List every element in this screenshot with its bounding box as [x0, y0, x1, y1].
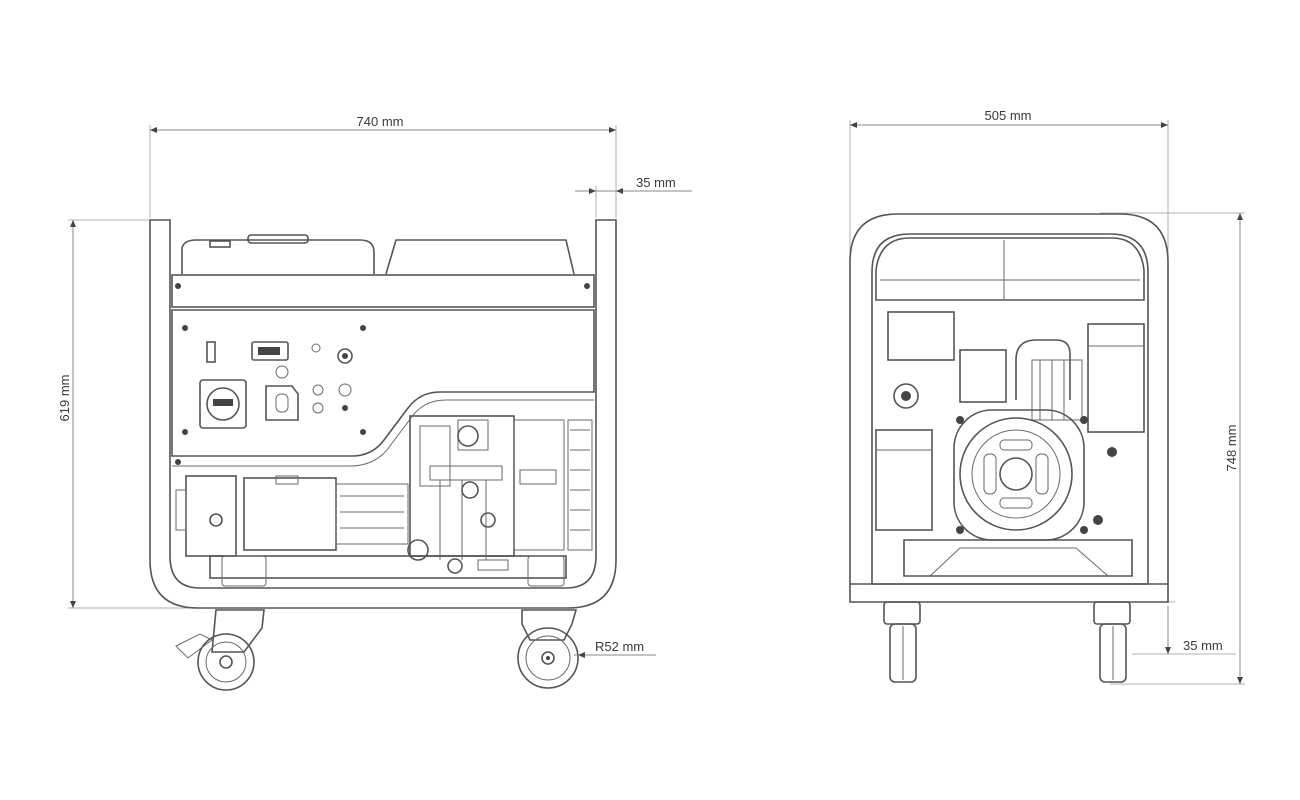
front-width-label: 505 mm — [985, 108, 1032, 123]
right-wheel — [517, 609, 579, 689]
front-view: 505 mm 748 mm 35 mm — [849, 108, 1245, 685]
front-fuel-valve — [893, 383, 919, 409]
wheel-radius-label: R52 mm — [595, 639, 644, 654]
front-air-filter — [1087, 323, 1145, 433]
front-right-wheel — [1093, 601, 1131, 683]
front-height-dimension: 748 mm — [1100, 212, 1245, 685]
front-height-label: 748 mm — [1224, 425, 1239, 472]
front-base — [903, 539, 1133, 577]
left-wheel — [175, 609, 265, 691]
exhaust-pipe — [1015, 339, 1071, 400]
fuel-tank — [181, 239, 375, 274]
front-left-wheel — [883, 601, 921, 683]
air-cover — [385, 239, 575, 275]
side-width-dimension: 740 mm — [149, 114, 617, 218]
side-frame-offset-label: 35 mm — [636, 175, 676, 190]
outlet-single-phase — [265, 385, 299, 421]
side-view: 740 mm 35 mm 619 mm — [57, 114, 692, 691]
front-wheel-offset-dimension: 35 mm — [1132, 601, 1236, 655]
side-base — [209, 555, 567, 579]
front-battery — [875, 429, 933, 531]
front-tank — [875, 237, 1145, 301]
side-engine — [407, 415, 593, 574]
control-panel — [171, 309, 595, 457]
top-plate — [171, 274, 595, 308]
voltmeter-dial — [337, 348, 353, 364]
wheel-radius-dimension: R52 mm — [574, 639, 656, 658]
outlet-three-phase — [199, 379, 247, 429]
side-height-label: 619 mm — [57, 375, 72, 422]
front-width-dimension: 505 mm — [849, 108, 1169, 255]
side-height-dimension: 619 mm — [57, 219, 200, 609]
front-wheel-offset-label: 35 mm — [1183, 638, 1223, 653]
side-frame — [149, 219, 617, 609]
front-fan-cover — [953, 409, 1117, 541]
engine-switch — [251, 341, 289, 361]
side-alternator — [175, 475, 409, 557]
breaker-switch — [206, 341, 216, 363]
side-width-label: 740 mm — [357, 114, 404, 129]
fuel-cap — [247, 234, 309, 244]
side-frame-offset-dimension: 35 mm — [575, 175, 692, 218]
front-frame — [849, 213, 1169, 603]
